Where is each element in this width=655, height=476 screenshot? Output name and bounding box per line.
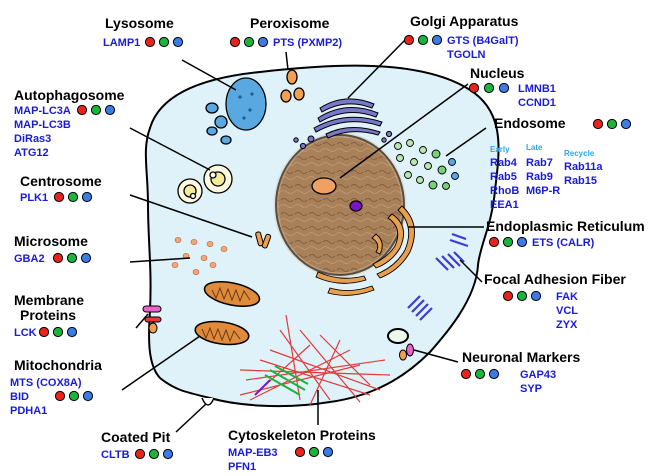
endoplasmic-reticulum <box>315 205 415 296</box>
autophagosome-marker-3: DiRas3 <box>14 133 51 145</box>
golgi-apparatus <box>293 98 393 150</box>
peroxisome-marker: PTS (PXMP2) <box>273 37 342 49</box>
endosome-group <box>394 139 459 190</box>
autophagosome-group <box>177 164 233 204</box>
golgi-title: Golgi Apparatus <box>410 13 519 29</box>
nucleus-marker-1: LMNB1 <box>518 83 556 95</box>
label-lysosome: Lysosome LAMP1 <box>103 15 184 49</box>
lysosome-small-3 <box>206 126 218 136</box>
neuronal-marker-structures <box>387 328 414 361</box>
endosome-early-1: Rab4 <box>490 157 518 169</box>
microsome-title: Microsome <box>14 233 88 249</box>
mitochondria-marker-2: BID <box>10 391 29 403</box>
endosome-early-2: Rab5 <box>490 171 517 183</box>
mitochondria-title: Mitochondria <box>14 357 102 373</box>
label-mitochondria: Mitochondria MTS (COX8A) BID PDHA1 <box>10 357 102 417</box>
label-cytoskeleton: Cytoskeleton Proteins MAP-EB3 PFN1 <box>228 427 376 473</box>
coated-pit <box>201 397 215 406</box>
golgi-marker-2: TGOLN <box>447 49 486 61</box>
focal-adhesion-title: Focal Adhesion Fiber <box>484 271 626 287</box>
leader-lines <box>121 39 487 433</box>
endosome-recycle-1: Rab11a <box>564 161 603 173</box>
label-nucleus: Nucleus LMNB1 CCND1 <box>468 65 556 109</box>
label-membrane-proteins: Membrane Proteins LCK <box>14 292 84 339</box>
cytoskeleton-marker-1: MAP-EB3 <box>228 447 278 459</box>
centrosome-title: Centrosome <box>20 173 102 189</box>
endosome-recycle-label: Recycle <box>564 149 595 158</box>
nucleus <box>275 134 405 276</box>
focal-adhesion-marker-3: ZYX <box>556 319 578 331</box>
mitochondria-marker-1: MTS (COX8A) <box>10 377 82 389</box>
lysosome-small-1 <box>205 102 219 114</box>
cytoskeleton-marker-2: PFN1 <box>228 461 256 473</box>
autophagosome-marker-2: MAP-LC3B <box>14 119 71 131</box>
endosome-early-label: Early <box>490 145 510 154</box>
autophagosome-marker-1: MAP-LC3A <box>14 105 71 117</box>
centrosome <box>255 231 272 249</box>
nucleus-marker-2: CCND1 <box>518 97 556 109</box>
neuronal-marker-1: GAP43 <box>520 369 556 381</box>
er-marker: ETS (CALR) <box>532 237 595 249</box>
golgi-marker-1: GTS (B4GalT) <box>447 35 519 47</box>
nucleus-inner-shadow <box>273 132 407 278</box>
label-microsome: Microsome GBA2 <box>14 233 92 265</box>
lysosome-large <box>225 77 267 131</box>
focal-adhesion-marker-1: FAK <box>556 291 578 303</box>
cytoskeleton <box>239 314 391 406</box>
label-focal-adhesion: Focal Adhesion Fiber FAK VCL ZYX <box>484 271 626 331</box>
label-coated-pit: Coated Pit CLTB <box>101 429 174 461</box>
label-centrosome: Centrosome PLK1 <box>20 173 102 204</box>
neuronal-title: Neuronal Markers <box>462 349 580 365</box>
label-endosome: Endosome Early Late Recycle Rab4 Rab5 Rh… <box>490 115 632 211</box>
label-peroxisome: Peroxisome PTS (PXMP2) <box>229 15 342 49</box>
er-title: Endoplasmic Reticulum <box>486 218 645 234</box>
mitochondria-group <box>194 281 261 346</box>
endosome-late-1: Rab7 <box>526 157 553 169</box>
membrane-protein <box>142 305 162 334</box>
focal-adhesion-fibers <box>407 232 469 321</box>
mitochondrion-2 <box>194 320 250 346</box>
peroxisome-title: Peroxisome <box>250 15 330 31</box>
endosome-recycle-2: Rab15 <box>564 175 597 187</box>
membrane-title-2: Proteins <box>20 307 76 323</box>
label-golgi: Golgi Apparatus GTS (B4GalT) TGOLN <box>403 13 519 61</box>
membrane-title-1: Membrane <box>14 292 84 308</box>
lysosome-marker: LAMP1 <box>103 37 140 49</box>
autophagosome-title: Autophagosome <box>14 87 125 103</box>
endosome-early-4: EEA1 <box>490 199 519 211</box>
endosome-late-label: Late <box>526 143 543 152</box>
lysosome-small-4 <box>220 135 232 145</box>
coated-pit-marker: CLTB <box>101 449 130 461</box>
neuronal-marker-2: SYP <box>520 383 542 395</box>
microsome-group <box>171 237 228 275</box>
label-autophagosome: Autophagosome MAP-LC3A MAP-LC3B DiRas3 A… <box>14 87 125 159</box>
nucleolus-orange <box>311 177 337 195</box>
endosome-late-2: Rab9 <box>526 171 553 183</box>
autophagosome-marker-4: ATG12 <box>14 147 49 159</box>
focal-adhesion-marker-2: VCL <box>556 305 578 317</box>
cytoskeleton-title: Cytoskeleton Proteins <box>228 427 376 443</box>
label-neuronal: Neuronal Markers GAP43 SYP <box>460 349 580 395</box>
nucleolus-purple <box>349 200 363 212</box>
microsome-marker: GBA2 <box>14 253 45 265</box>
centrosome-marker: PLK1 <box>20 192 48 204</box>
lysosome-title: Lysosome <box>105 15 174 31</box>
membrane-marker: LCK <box>14 327 37 339</box>
endosome-early-3: RhoB <box>490 185 519 197</box>
nucleus-title: Nucleus <box>470 65 525 81</box>
lysosome-group <box>205 77 267 145</box>
endosome-title: Endosome <box>494 115 566 131</box>
lysosome-small-2 <box>214 115 228 129</box>
endosome-late-3: M6P-R <box>526 185 560 197</box>
peroxisome-group <box>280 69 305 103</box>
mitochondria-marker-3: PDHA1 <box>10 405 47 417</box>
coated-pit-title: Coated Pit <box>101 429 171 445</box>
mitochondrion-1 <box>203 281 261 307</box>
label-er: Endoplasmic Reticulum ETS (CALR) <box>486 218 645 249</box>
